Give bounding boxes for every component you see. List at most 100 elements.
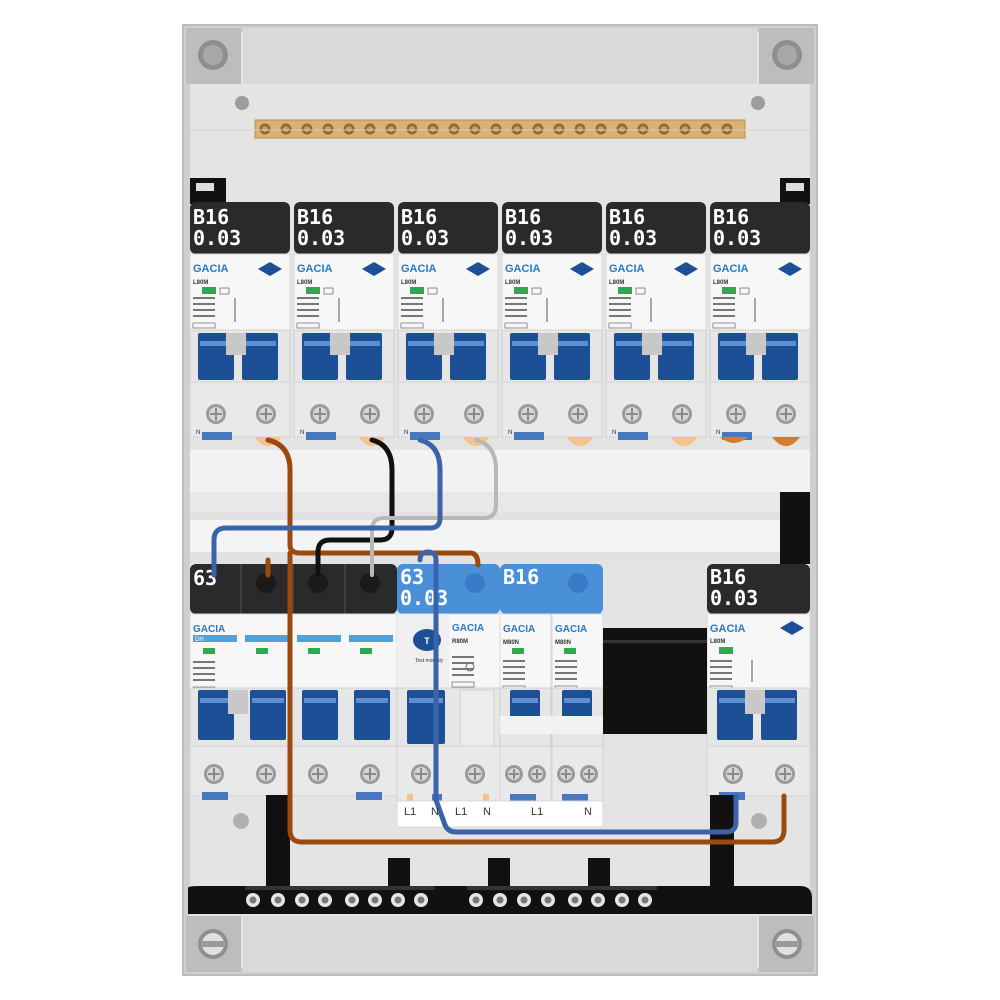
rating-text: B16 bbox=[710, 565, 746, 589]
rating-label-plate bbox=[294, 202, 394, 254]
model-text: L80M bbox=[609, 280, 624, 286]
terminal-labels: L1 N L1 N L1 N bbox=[404, 806, 592, 818]
rating-text: B16 bbox=[505, 205, 541, 229]
brand-diamond-icon bbox=[570, 262, 594, 276]
terminal-label-n: N bbox=[584, 806, 592, 818]
status-indicator bbox=[202, 287, 216, 294]
brand-logo: GACIA bbox=[713, 263, 749, 275]
svg-text:N: N bbox=[716, 430, 720, 436]
rating-text: B16 bbox=[401, 205, 437, 229]
toggle-handle[interactable] bbox=[242, 333, 278, 380]
toggle-handle[interactable] bbox=[302, 690, 338, 740]
model-text: L80M bbox=[401, 280, 416, 286]
model-text: L80M bbox=[297, 280, 312, 286]
brand-diamond-icon bbox=[466, 262, 490, 276]
comb-busbar-cover bbox=[190, 450, 810, 492]
svg-text:N: N bbox=[404, 430, 408, 436]
toggle-handle[interactable] bbox=[761, 690, 797, 740]
status-indicator bbox=[514, 287, 528, 294]
brand-logo: GACIA bbox=[505, 263, 541, 275]
rating-text: B16 bbox=[713, 205, 749, 229]
wire bbox=[211, 437, 443, 578]
test-button-icon: T bbox=[424, 636, 430, 646]
status-indicator bbox=[618, 287, 632, 294]
wire bbox=[315, 437, 395, 578]
brand-diamond-icon bbox=[362, 262, 386, 276]
wire bbox=[265, 437, 481, 568]
rating-label-plate bbox=[606, 202, 706, 254]
toggle-handle[interactable] bbox=[346, 333, 382, 380]
brand-logo: GACIA bbox=[297, 263, 333, 275]
sensitivity-text: 0.03 bbox=[710, 586, 758, 610]
brand-logo: GACIA bbox=[452, 623, 484, 634]
busbar-tab bbox=[670, 437, 698, 446]
terminal-label-n: N bbox=[483, 806, 491, 818]
bottom-cover bbox=[243, 916, 757, 972]
brand-logo: GACIA bbox=[401, 263, 437, 275]
status-indicator bbox=[306, 287, 320, 294]
brand-diamond-icon bbox=[778, 262, 802, 276]
brand-diamond-icon bbox=[780, 621, 804, 635]
svg-text:N: N bbox=[196, 430, 200, 436]
sensitivity-text: 0.03 bbox=[400, 586, 448, 610]
brand-logo: GACIA bbox=[193, 263, 229, 275]
toggle-handle[interactable] bbox=[450, 333, 486, 380]
busbar-tab bbox=[566, 437, 594, 446]
model-text: L80M bbox=[505, 280, 520, 286]
svg-text:N: N bbox=[300, 430, 304, 436]
status-indicator bbox=[722, 287, 736, 294]
brand-diamond-icon bbox=[258, 262, 282, 276]
sensitivity-text: 0.03 bbox=[609, 226, 657, 250]
terminal-label-n: N bbox=[431, 806, 439, 818]
brand-diamond-icon bbox=[674, 262, 698, 276]
toggle-handle[interactable] bbox=[762, 333, 798, 380]
wiring bbox=[211, 437, 787, 845]
model-text: L80M bbox=[193, 280, 208, 286]
test-label: Test monthly bbox=[415, 658, 444, 664]
sensitivity-text: 0.03 bbox=[297, 226, 345, 250]
brand-logo: GACIA bbox=[193, 624, 225, 635]
terminal-label-l1: L1 bbox=[455, 806, 467, 818]
rating-text: B16 bbox=[609, 205, 645, 229]
sensitivity-text: 0.03 bbox=[713, 226, 761, 250]
toggle-handle[interactable] bbox=[354, 690, 390, 740]
toggle-handle[interactable] bbox=[510, 690, 540, 718]
svg-text:N: N bbox=[612, 430, 616, 436]
toggle-handle[interactable] bbox=[658, 333, 694, 380]
sensitivity-text: 0.03 bbox=[505, 226, 553, 250]
rating-label-plate bbox=[502, 202, 602, 254]
rating-label-plate bbox=[190, 202, 290, 254]
rating-text: 63 bbox=[400, 565, 424, 589]
top-row: B160.03GACIAL80MNB160.03GACIAL80MNB160.0… bbox=[189, 202, 811, 446]
brand-logo: GACIA bbox=[710, 623, 746, 635]
brand-logo: GACIA bbox=[503, 624, 535, 635]
terminal-label-l1: L1 bbox=[404, 806, 416, 818]
brand-logo: GACIA bbox=[609, 263, 645, 275]
rail-end-mid-right bbox=[780, 492, 810, 564]
toggle-handle[interactable] bbox=[562, 690, 592, 718]
wire bbox=[433, 793, 739, 835]
svg-text:N: N bbox=[508, 430, 512, 436]
terminal-label-l1: L1 bbox=[531, 806, 543, 818]
rating-label-plate bbox=[398, 202, 498, 254]
model-text: L80M bbox=[713, 280, 728, 286]
status-indicator bbox=[410, 287, 424, 294]
toggle-handle[interactable] bbox=[250, 690, 286, 740]
neutral-terminal-block bbox=[188, 795, 812, 914]
model-text: M80N bbox=[555, 640, 571, 646]
cable-duct bbox=[603, 628, 707, 734]
toggle-handle[interactable] bbox=[554, 333, 590, 380]
rating-label-plate bbox=[710, 202, 810, 254]
earth-bar bbox=[254, 119, 746, 139]
sensitivity-text: 0.03 bbox=[401, 226, 449, 250]
model-text: L80M bbox=[710, 639, 725, 645]
